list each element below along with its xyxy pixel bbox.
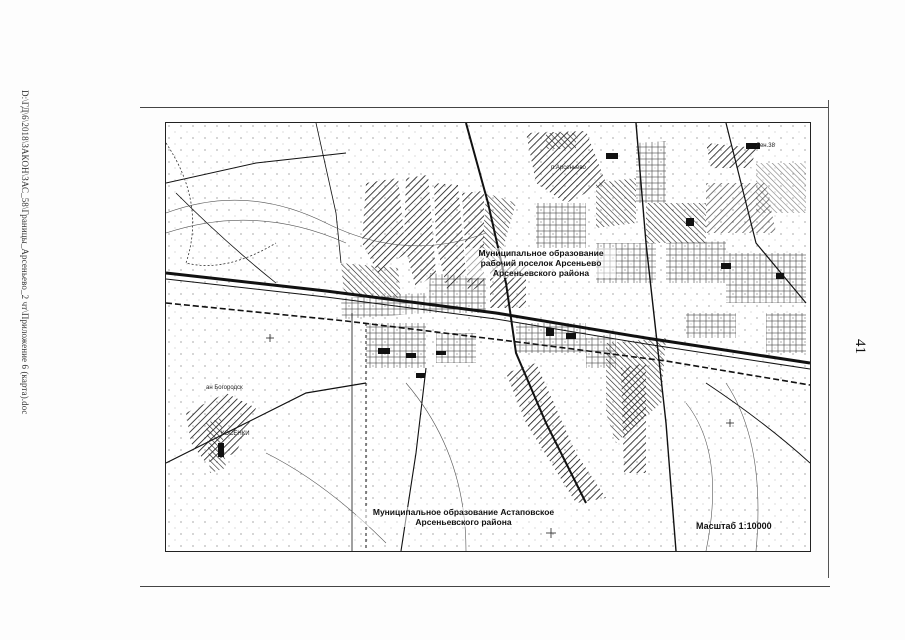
- contour-lines: [166, 199, 759, 551]
- right-rule: [828, 100, 829, 578]
- top-rule: [140, 107, 828, 108]
- map-scale: Масштаб 1:10000: [696, 521, 772, 531]
- label-arsenyevo-municipality: Муниципальное образование рабочий посело…: [466, 248, 616, 278]
- label-arsenyevo-text: Муниципальное образование рабочий посело…: [478, 248, 604, 278]
- place-arsenyevo: п.Арсеньево: [551, 165, 586, 171]
- place-bogorodsk: ан Богородск: [206, 385, 243, 391]
- label-astapovskoe-municipality: Муниципальное образование Астаповское Ар…: [356, 507, 571, 527]
- place-lenin: Лен.38: [756, 143, 775, 149]
- forest-boundary: [166, 142, 277, 266]
- label-astapovskoe-text: Муниципальное образование Астаповское Ар…: [372, 507, 555, 527]
- buildings: [218, 143, 784, 457]
- bottom-rule: [140, 586, 830, 587]
- map-drawing: [166, 123, 810, 551]
- file-path-text: D:\ГД\6\2018\ЗАКОН\ЗАС_58\Границы_Арсень…: [20, 90, 30, 415]
- topographic-map: Муниципальное образование рабочий посело…: [165, 122, 811, 552]
- roads: [166, 123, 810, 551]
- page-number: 41: [852, 339, 868, 354]
- place-kosenka: КОСЕНКИ: [221, 431, 250, 437]
- grid-crosses: [266, 334, 734, 538]
